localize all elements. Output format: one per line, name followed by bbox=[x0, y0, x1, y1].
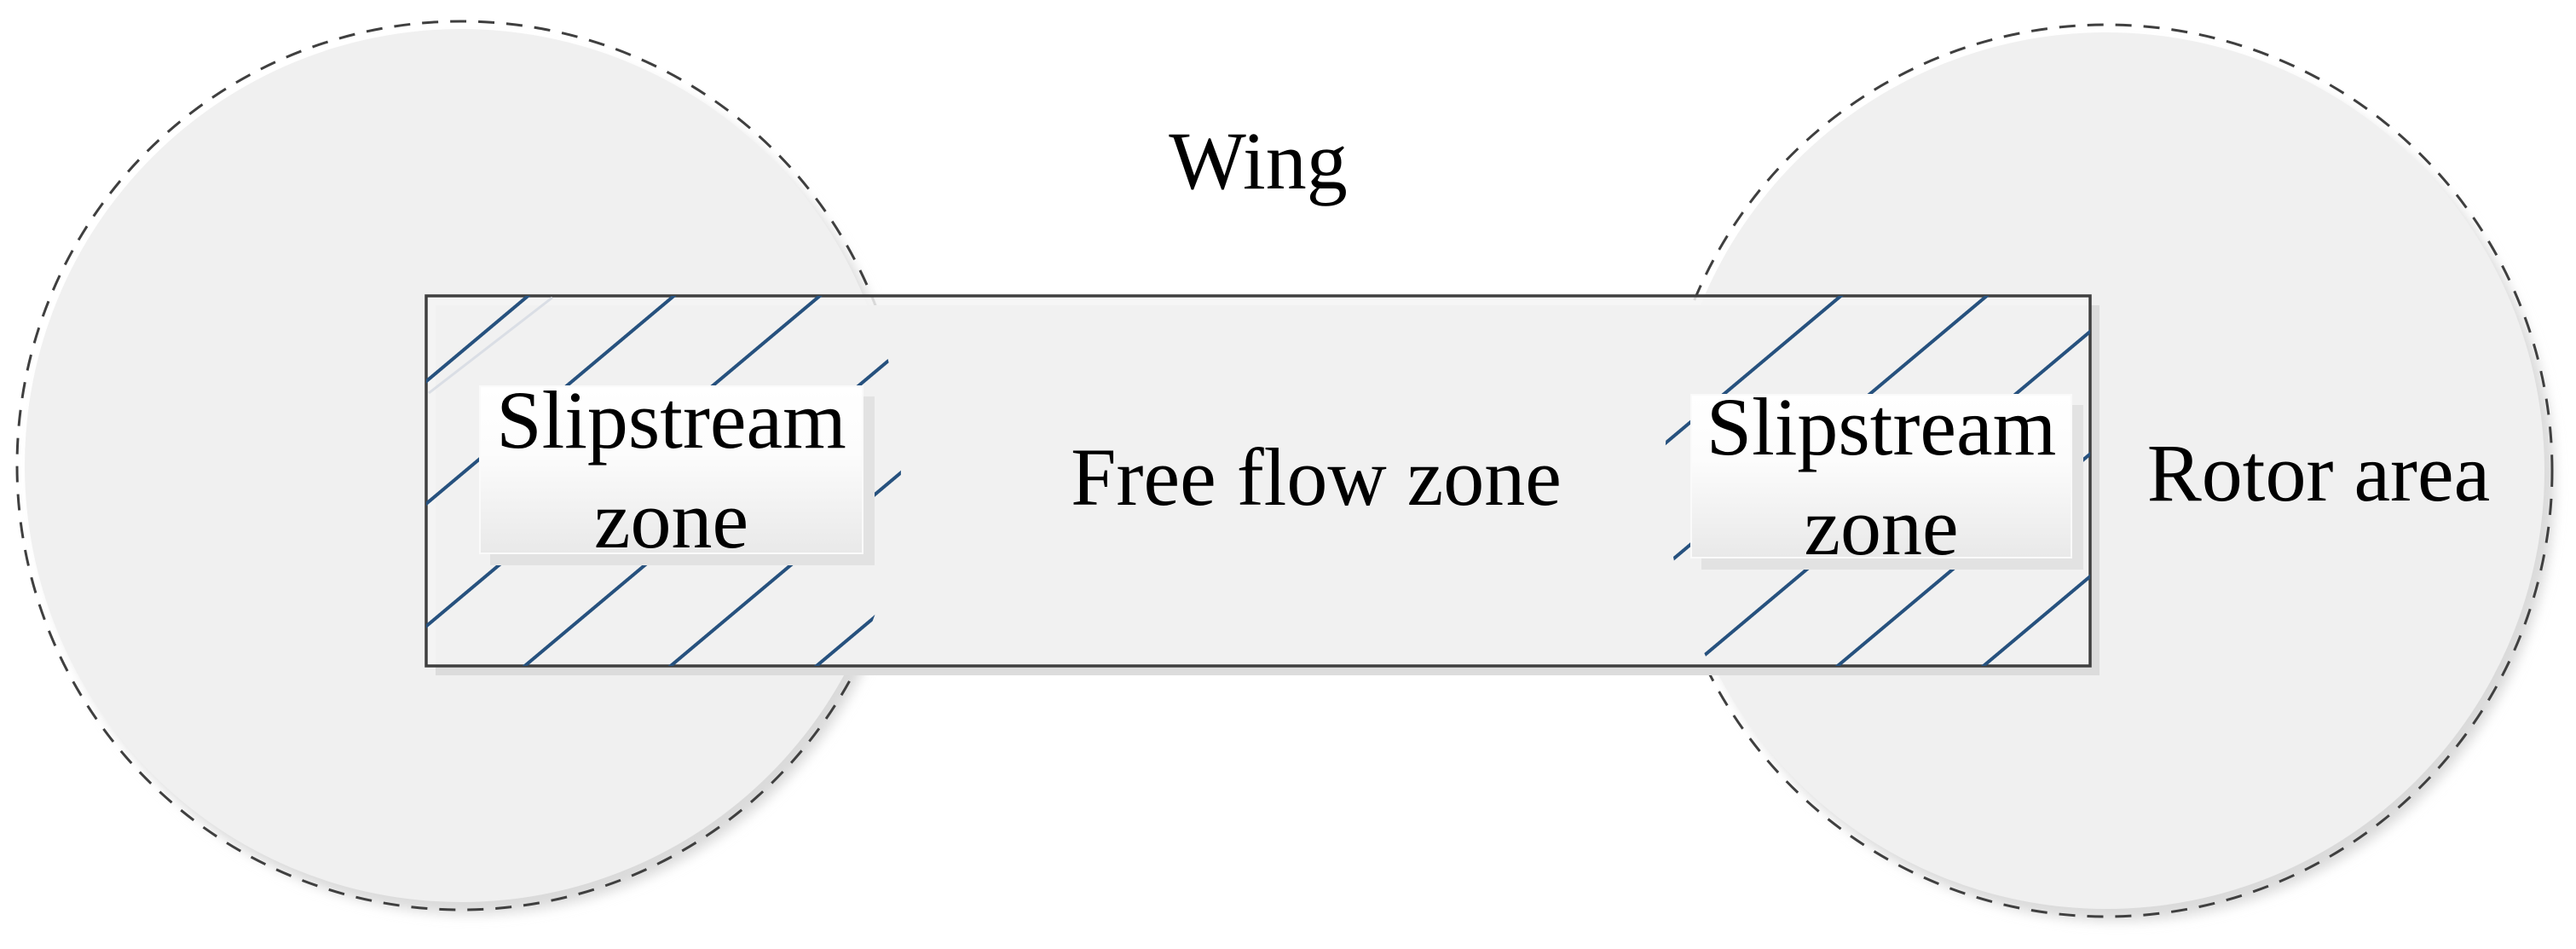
wing-label: Wing bbox=[1169, 115, 1348, 206]
slipstream-label-line1: Slipstream bbox=[496, 374, 846, 466]
slipstream-label-line2: zone bbox=[1804, 480, 1959, 572]
left-slipstream-zone-label-box: Slipstream zone bbox=[479, 374, 863, 565]
slipstream-label-line2: zone bbox=[593, 474, 749, 565]
slipstream-label-line1: Slipstream bbox=[1706, 380, 2057, 472]
right-rotor-circle-dashed-outline bbox=[1659, 23, 2554, 918]
right-rotor-circle-fill bbox=[1668, 32, 2544, 909]
free-flow-zone-label: Free flow zone bbox=[1071, 431, 1562, 523]
rotor-area-label: Rotor area bbox=[2146, 427, 2491, 518]
right-slipstream-zone-label-box: Slipstream zone bbox=[1690, 381, 2072, 572]
